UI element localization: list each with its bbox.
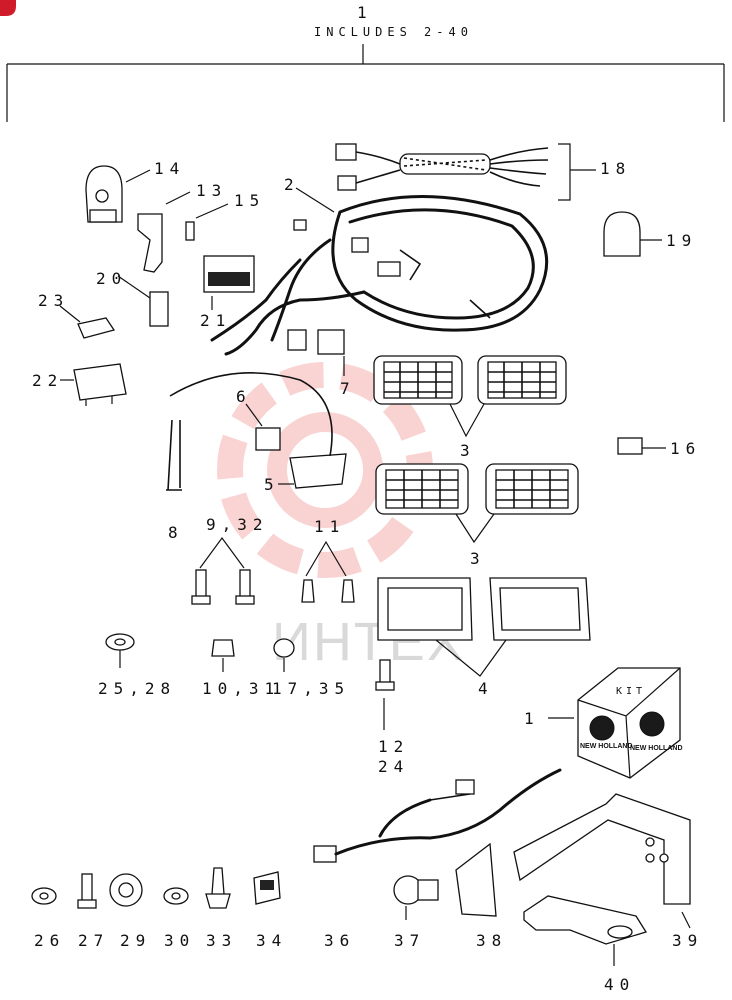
callout-39: 39 <box>672 931 703 950</box>
callout-5: 5 <box>264 475 280 494</box>
kit-box-icon <box>577 667 681 779</box>
corner-badge-icon <box>0 0 16 16</box>
bolt-12-part <box>379 659 391 685</box>
callout-8: 8 <box>168 523 184 542</box>
main-harness-part <box>210 195 549 356</box>
callout-13: 13 <box>196 181 227 200</box>
callout-25-28: 25,28 <box>98 679 176 698</box>
rocker-switch-part <box>203 255 255 293</box>
callout-24: 24 <box>378 757 409 776</box>
bolts-part <box>191 569 255 605</box>
callout-1: 1 <box>524 709 540 728</box>
callout-21: 21 <box>200 311 231 330</box>
bracket-5-part <box>289 453 347 489</box>
callout-26: 26 <box>34 931 65 950</box>
callout-34: 34 <box>256 931 287 950</box>
flasher-part <box>149 291 169 327</box>
callout-37: 37 <box>394 931 425 950</box>
nut-10-part <box>211 639 235 657</box>
callout-4: 4 <box>478 679 494 698</box>
header-number: 1 <box>357 3 373 22</box>
lead-wire-part <box>169 372 333 457</box>
control-module-part <box>73 363 127 406</box>
mounting-bracket-part <box>137 213 163 273</box>
relay-6-part <box>255 427 281 451</box>
callout-14: 14 <box>154 159 185 178</box>
lamp-frames-part <box>377 577 591 641</box>
callout-22: 22 <box>32 371 63 390</box>
callout-3-upper: 3 <box>460 441 476 460</box>
cable-ties-part <box>166 419 182 491</box>
callout-23: 23 <box>38 291 69 310</box>
kit-brand-right: NEW HOLLAND <box>630 745 683 752</box>
lamp-cover-part <box>603 211 641 257</box>
callout-7: 7 <box>340 379 356 398</box>
callout-17-35: 17,35 <box>272 679 350 698</box>
callout-10-31: 10,31 <box>202 679 280 698</box>
callout-12: 12 <box>378 737 409 756</box>
callout-40: 40 <box>604 975 635 994</box>
relay-part <box>77 317 116 339</box>
callout-30: 30 <box>164 931 195 950</box>
callout-27: 27 <box>78 931 109 950</box>
work-lamps-part <box>373 355 579 515</box>
callout-18: 18 <box>600 159 631 178</box>
connector-part <box>617 437 643 455</box>
callout-11: 11 <box>314 517 345 536</box>
header-includes: INCLUDES 2-40 <box>314 25 473 39</box>
support-brackets-part <box>513 793 691 945</box>
callout-16: 16 <box>670 439 701 458</box>
kit-brand-left: NEW HOLLAND <box>580 743 633 750</box>
sub-harness-part <box>335 143 549 191</box>
screw-33-part <box>205 867 231 909</box>
callout-20: 20 <box>96 269 127 288</box>
callout-36: 36 <box>324 931 355 950</box>
callout-29: 29 <box>120 931 151 950</box>
callout-19: 19 <box>666 231 697 250</box>
callout-2: 2 <box>284 175 300 194</box>
kit-label: KIT <box>616 686 646 697</box>
callout-15: 15 <box>234 191 265 210</box>
mounting-plate-part <box>455 842 497 917</box>
header-bracket <box>6 44 725 122</box>
grommet-17-part <box>273 638 295 658</box>
lamp-housing-part <box>85 165 123 223</box>
callout-9-32: 9,32 <box>206 515 269 534</box>
callout-33: 33 <box>206 931 237 950</box>
callout-38: 38 <box>476 931 507 950</box>
harness-36-part <box>313 768 562 863</box>
clips-part <box>301 579 355 603</box>
callout-3-lower: 3 <box>470 549 486 568</box>
fuse-part <box>185 221 195 241</box>
callout-6: 6 <box>236 387 252 406</box>
power-socket-part <box>393 875 439 905</box>
